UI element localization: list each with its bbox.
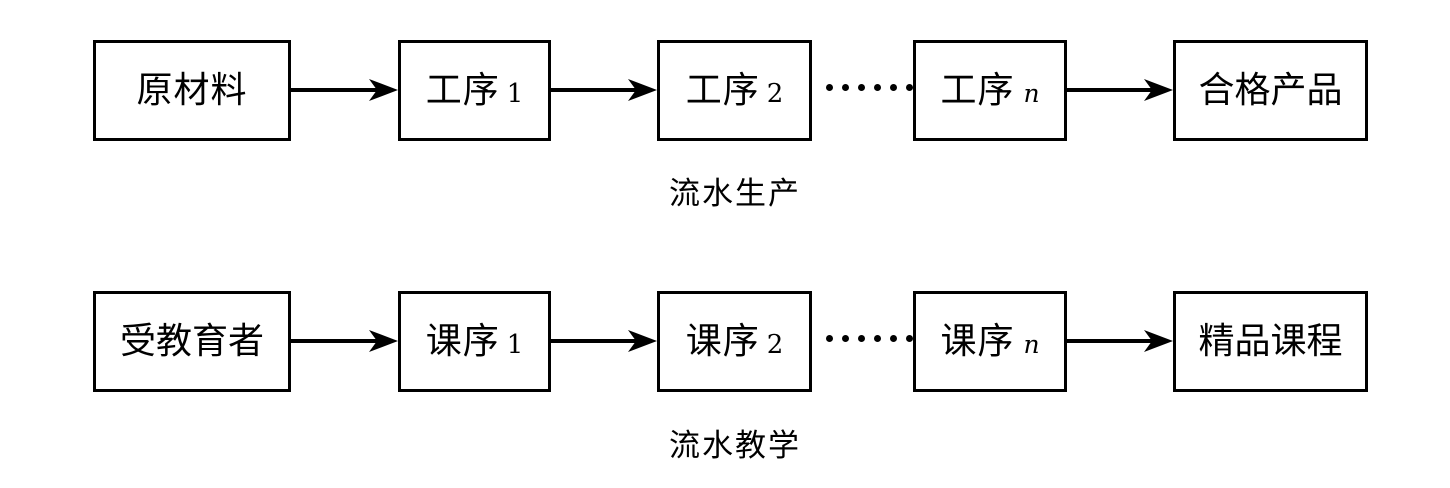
node-text: 工序 — [940, 69, 1015, 111]
node-text: 工序 — [425, 69, 500, 111]
node-lesson-1: 课序 1 — [398, 291, 551, 392]
node-qualified-product: 合格产品 — [1173, 40, 1368, 141]
arrow-process-1-to-process-2 — [551, 77, 657, 103]
node-index: n — [1023, 78, 1040, 108]
ellipsis-lesson — [826, 335, 913, 342]
ellipsis-dot — [906, 335, 913, 342]
node-label: 合格产品 — [1198, 69, 1343, 111]
arrow-learner-to-lesson-1 — [291, 328, 398, 354]
ellipsis-dot — [842, 335, 849, 342]
node-label: 工序 2 — [685, 69, 784, 111]
ellipsis-dot — [826, 335, 833, 342]
arrow-lesson-1-to-lesson-2 — [551, 328, 657, 354]
arrow-lesson-n-to-premium-course — [1067, 328, 1173, 354]
node-text: 工序 — [685, 69, 760, 111]
node-index: 1 — [506, 78, 524, 109]
node-lesson-2: 课序 2 — [657, 291, 812, 392]
node-label: 课序 1 — [425, 320, 524, 362]
node-label: 课序 2 — [685, 320, 784, 362]
node-raw-material: 原材料 — [93, 40, 291, 141]
node-text: 课序 — [685, 320, 760, 362]
arrow-process-n-to-qualified-product — [1067, 77, 1173, 103]
node-index: 2 — [766, 329, 784, 360]
node-process-n: 工序 n — [913, 40, 1067, 141]
ellipsis-group — [826, 84, 865, 91]
node-label: 受教育者 — [119, 320, 264, 362]
node-label: 精品课程 — [1198, 320, 1343, 362]
ellipsis-dot — [874, 335, 881, 342]
node-text: 精品课程 — [1198, 320, 1343, 362]
ellipsis-dot — [842, 84, 849, 91]
ellipsis-dot — [858, 84, 865, 91]
ellipsis-group — [826, 335, 865, 342]
node-process-1: 工序 1 — [398, 40, 551, 141]
ellipsis-dot — [874, 84, 881, 91]
node-lesson-n: 课序 n — [913, 291, 1067, 392]
caption-production-flow: 流水生产 — [669, 176, 801, 212]
ellipsis-dot — [858, 335, 865, 342]
ellipsis-dot — [826, 84, 833, 91]
node-text: 合格产品 — [1198, 69, 1343, 111]
node-label: 工序 n — [940, 69, 1040, 111]
ellipsis-dot — [906, 84, 913, 91]
node-index: 2 — [766, 78, 784, 109]
node-text: 课序 — [425, 320, 500, 362]
node-text: 受教育者 — [119, 320, 264, 362]
ellipsis-dot — [890, 335, 897, 342]
node-text: 课序 — [940, 320, 1015, 362]
node-index: n — [1023, 329, 1040, 359]
ellipsis-process — [826, 84, 913, 91]
arrow-raw-material-to-process-1 — [291, 77, 398, 103]
node-label: 原材料 — [136, 69, 248, 111]
node-label: 工序 1 — [425, 69, 524, 111]
ellipsis-group — [874, 84, 913, 91]
ellipsis-group — [874, 335, 913, 342]
caption-teaching-flow: 流水教学 — [669, 428, 801, 464]
node-premium-course: 精品课程 — [1173, 291, 1368, 392]
node-process-2: 工序 2 — [657, 40, 812, 141]
node-index: 1 — [506, 329, 524, 360]
node-text: 原材料 — [136, 69, 248, 111]
node-label: 课序 n — [940, 320, 1040, 362]
node-learner: 受教育者 — [93, 291, 291, 392]
ellipsis-dot — [890, 84, 897, 91]
